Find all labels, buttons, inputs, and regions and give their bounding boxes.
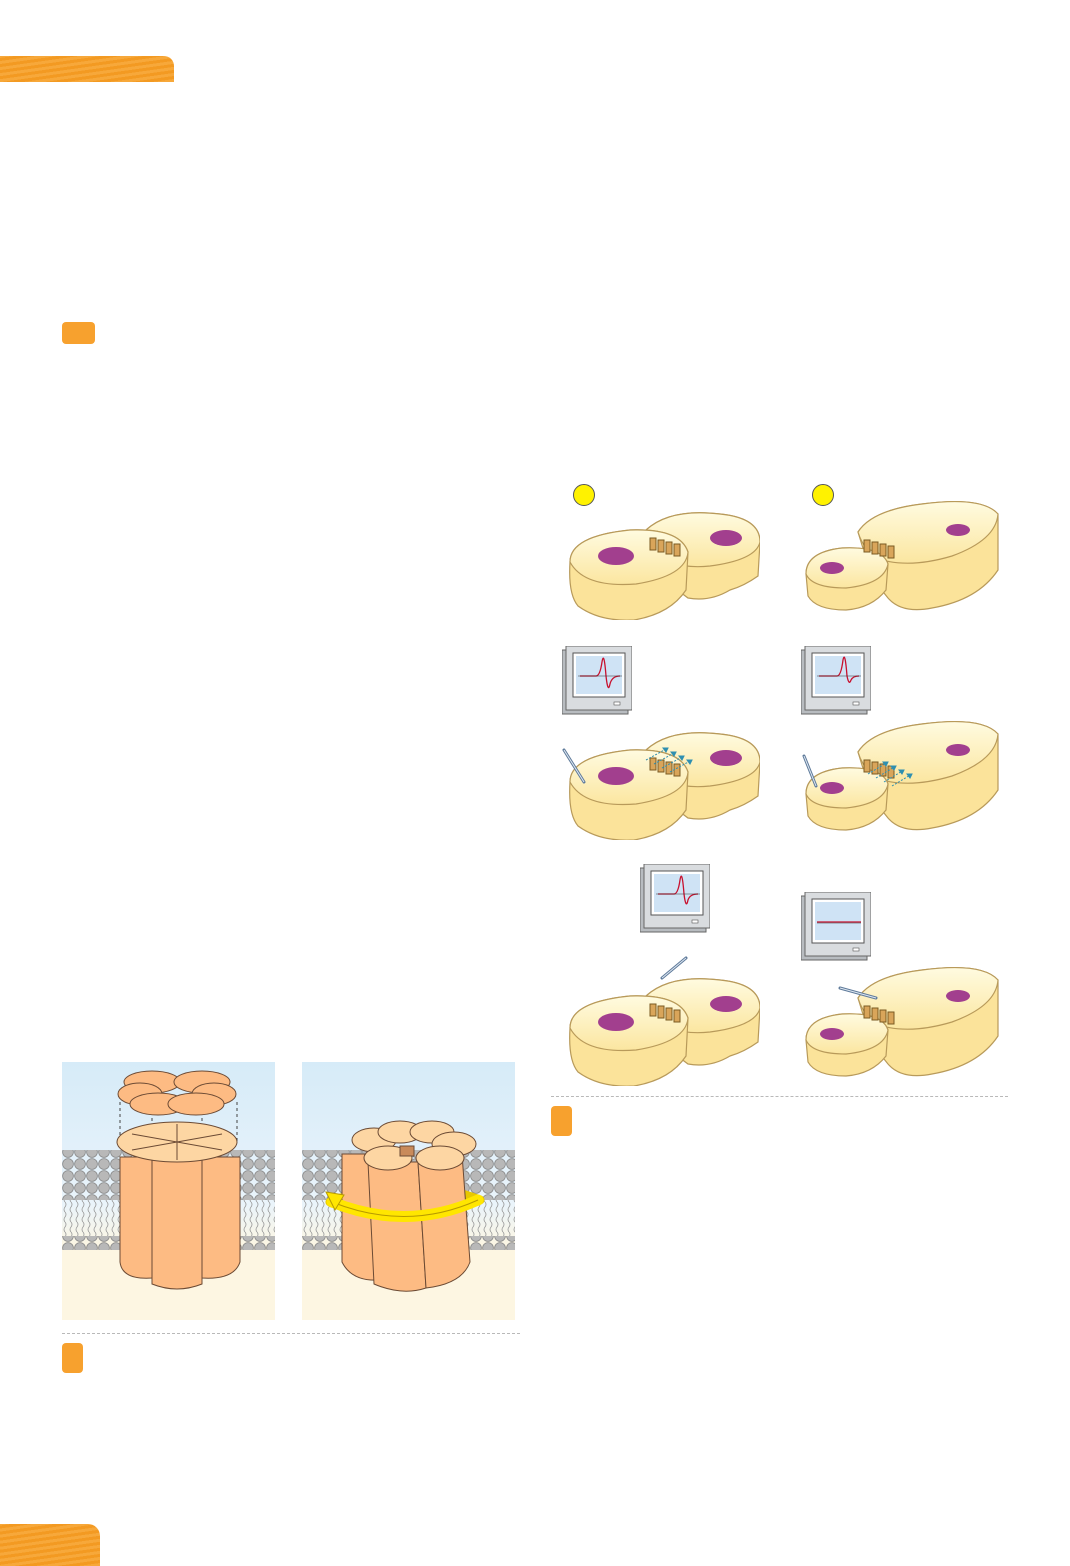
microelectrode-icon: [562, 748, 586, 784]
oscilloscope-monitor-icon: [801, 646, 871, 715]
yellow-circle-icon: [573, 484, 595, 506]
yellow-circle-icon: [812, 484, 834, 506]
curved-arrow-icon: [325, 1191, 345, 1212]
footer-tab: [0, 1524, 100, 1566]
microelectrode-icon: [802, 754, 818, 788]
caption-divider-right: [551, 1096, 1008, 1097]
connexon-panel-open: [302, 1062, 515, 1320]
connexon-panel-closed: [62, 1062, 275, 1320]
caption-divider-left: [62, 1333, 520, 1334]
section-badge: [62, 322, 95, 344]
caption-badge-right: [551, 1106, 572, 1136]
cells-diagram: [562, 500, 999, 1086]
microelectrode-icon: [660, 956, 688, 980]
header-tab: [0, 56, 174, 82]
oscilloscope-monitor-icon: [562, 646, 632, 715]
caption-badge-left: [62, 1343, 83, 1373]
oscilloscope-monitor-icon: [801, 892, 871, 961]
oscilloscope-monitor-icon: [640, 864, 710, 933]
microelectrode-icon: [838, 986, 878, 1000]
